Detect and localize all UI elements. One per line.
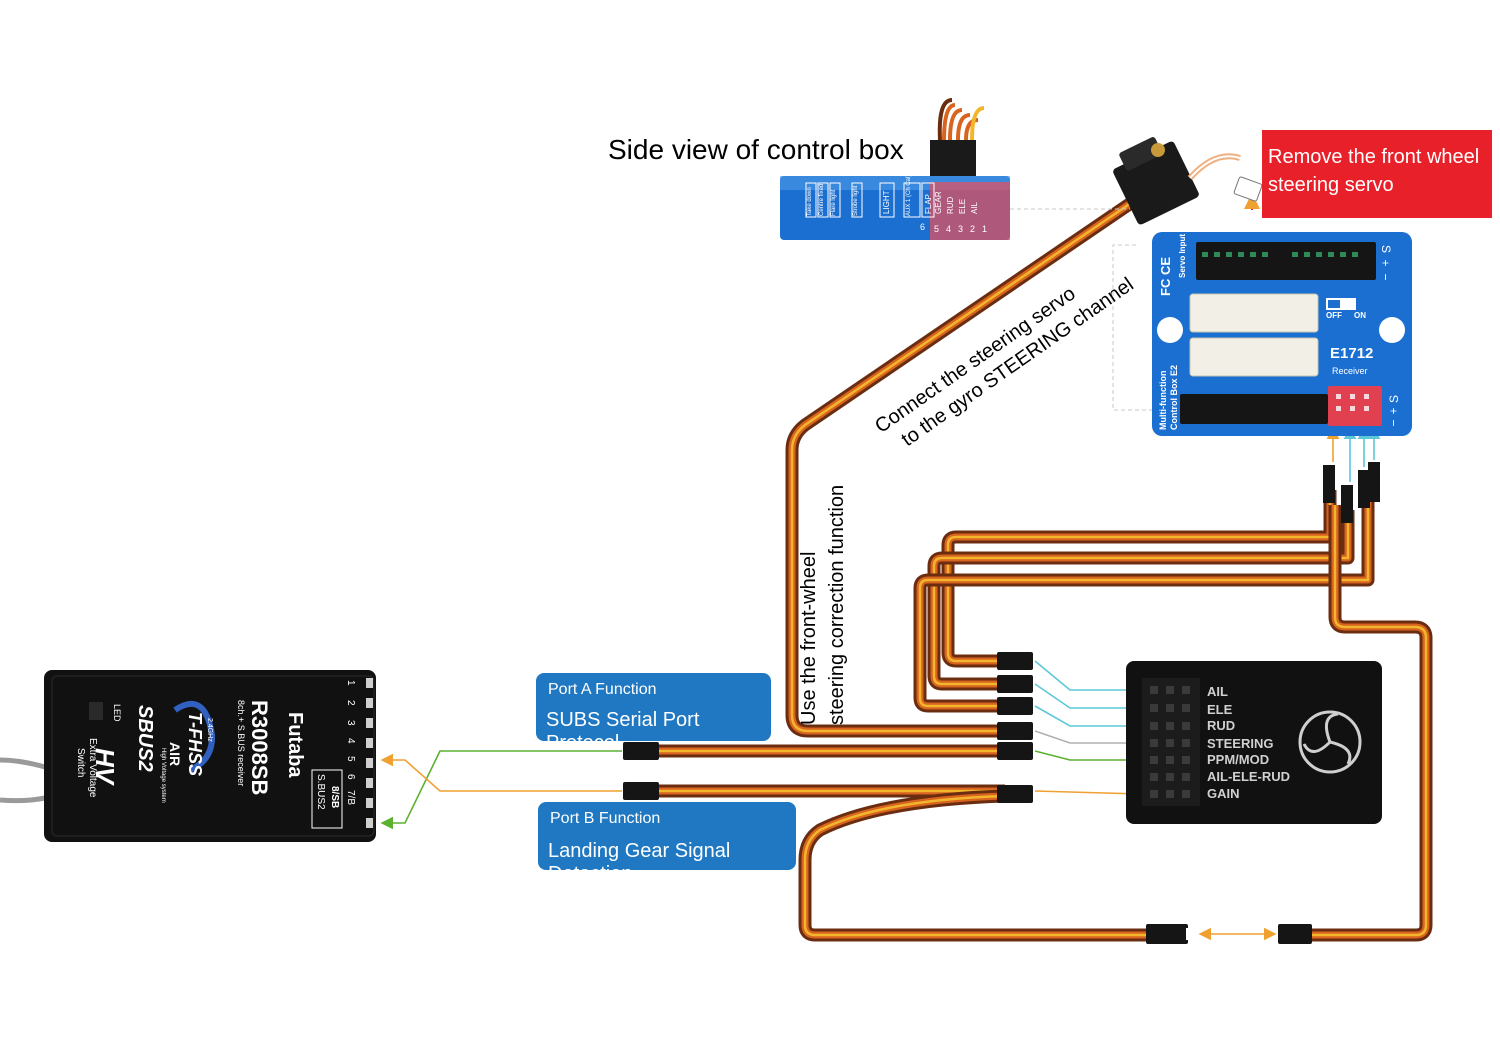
port-b-callout: Port B Function Landing Gear Signal Dete… <box>538 802 796 885</box>
side-number-2: 2 <box>970 224 976 234</box>
servo-input-header <box>1196 242 1376 280</box>
servo-connectors <box>623 462 1380 944</box>
control-box-receiver-label: Receiver <box>1332 366 1368 376</box>
receiver-body <box>44 670 376 842</box>
receiver-channel-1: 1 <box>345 680 356 686</box>
cable-ele <box>927 510 1355 691</box>
receiver-sbus: SBUS2 <box>134 705 156 772</box>
antenna-wires <box>0 757 46 804</box>
receiver-hv-note: High Voltage system <box>160 748 166 803</box>
cable-rud <box>913 495 1375 713</box>
receiver-brand: Futaba <box>284 712 306 778</box>
receiver-led-label: LED <box>112 704 122 722</box>
side-number-3: 3 <box>958 224 964 234</box>
gyro-channel-ele: ELE <box>1207 702 1233 717</box>
side-label-take-down: Take down <box>807 187 813 216</box>
side-label-flare-light: Flare light <box>831 189 837 216</box>
port-a-desc: SUBS Serial Port Protocol <box>546 709 700 754</box>
front-wheel-note: Use the front-wheel steering correction … <box>795 485 851 725</box>
side-pins-plus: + <box>1386 407 1401 415</box>
front-wheel-note-line2: steering correction function <box>826 484 848 725</box>
side-label-rud: RUD <box>946 196 955 214</box>
control-box-name: Multi-function Control Box E2 <box>1158 365 1180 430</box>
side-label-ele: ELE <box>958 198 967 214</box>
control-box-switch-off: OFF <box>1326 311 1342 320</box>
port-a-title: Port A Function <box>548 681 657 698</box>
top-pins-minus: − <box>1378 273 1393 281</box>
fcc-ce-marks: FC CE <box>1158 257 1173 296</box>
top-pins-plus: + <box>1378 259 1393 267</box>
control-box-switch-on: ON <box>1354 311 1366 320</box>
gyro-channel-ail: AIL <box>1207 684 1228 699</box>
gyro-unit <box>1126 661 1382 824</box>
gyro-channel-steering: STEERING <box>1207 736 1274 751</box>
port-a-callout: Port A Function SUBS Serial Port Protoco… <box>536 673 771 754</box>
side-label-flap: FLAP <box>924 193 933 214</box>
side-view-box <box>780 140 1010 240</box>
port-b-title: Port B Function <box>550 810 661 827</box>
control-box-model: E1712 <box>1330 345 1374 362</box>
receiver-pins <box>366 678 373 828</box>
steering-servo <box>1113 137 1263 225</box>
side-label-aux-number: 6 <box>920 222 926 232</box>
port-b-desc: Landing Gear Signal Detection <box>548 840 731 885</box>
receiver-air: AIR <box>167 742 183 767</box>
control-box-e1712 <box>1152 232 1412 436</box>
receiver-channel-2: 2 <box>345 700 356 706</box>
gyro-logo-icon <box>1298 710 1362 774</box>
gyro-channel-rud: RUD <box>1207 718 1236 733</box>
side-number-4: 4 <box>946 224 952 234</box>
cable-gear-return <box>1290 505 1433 942</box>
control-box-name-line2: Control Box E2 <box>1169 364 1179 430</box>
receiver-band: 2.4GHz <box>206 718 213 742</box>
control-box-name-line1: Multi-function <box>1158 370 1168 430</box>
receiver-sbus-port-a: 8/SB <box>329 786 340 809</box>
receiver-channel-5: 5 <box>345 756 356 762</box>
receiver-channel-7b: 7/B <box>345 790 356 806</box>
receiver-channel-6: 6 <box>345 774 356 780</box>
gyro-channel-gain: GAIN <box>1207 786 1240 801</box>
cable-ail <box>941 490 1337 668</box>
gyro-channel-ail-ele-rud: AIL-ELE-RUD <box>1207 769 1291 784</box>
side-pins-minus: − <box>1386 419 1401 427</box>
signal-arrows <box>380 193 1381 941</box>
side-label-gear: GEAR <box>934 191 943 214</box>
sbus-port-frame <box>311 769 343 829</box>
side-label-centre-fixed: Centre fixed <box>819 183 825 216</box>
remove-note-line1: Remove the front wheel <box>1268 146 1480 168</box>
side-label-light: LIGHT <box>882 190 891 214</box>
front-wheel-note-line1: Use the front-wheel <box>798 551 820 725</box>
side-pins-s: S <box>1387 394 1402 404</box>
gyro-channel-ppm: PPM/MOD <box>1207 752 1270 767</box>
cable-steering-servo <box>785 184 1154 738</box>
receiver-subtitle: 8ch.+ S.BUS receiver <box>236 700 246 787</box>
side-label-ail: AIL <box>970 201 979 214</box>
side-view-title: Side view of control box <box>608 134 904 165</box>
receiver-channel-4: 4 <box>345 738 356 744</box>
top-pins-s: S <box>1379 244 1394 254</box>
receiver-channel-3: 3 <box>345 720 356 726</box>
receiver-led <box>89 702 103 720</box>
side-wires <box>942 103 979 141</box>
hv-swoosh <box>173 700 216 773</box>
side-number-1: 1 <box>982 224 988 234</box>
remove-servo-note: Remove the front wheel steering servo <box>1262 130 1492 218</box>
receiver-model: R3008SB <box>247 700 272 796</box>
side-number-5: 5 <box>934 224 940 234</box>
servo-cables <box>640 98 1433 942</box>
receiver-switch: Switch <box>75 748 86 778</box>
side-label-aux1: AUX 1 (Ch Cal) <box>906 174 912 216</box>
cable-gain-loop <box>798 789 1150 942</box>
receiver-tech: T-FHSS <box>185 712 205 777</box>
dashed-links <box>1010 208 1160 411</box>
control-box-servo-input: Servo Input <box>1178 233 1187 278</box>
receiver-sbus-port-b: S.BUS2 <box>315 774 326 810</box>
remove-note-line2: steering servo <box>1268 174 1394 196</box>
receiver-extra-voltage: Extra Voltage <box>87 738 98 798</box>
side-label-strobe-light: Strobe light <box>853 185 859 216</box>
